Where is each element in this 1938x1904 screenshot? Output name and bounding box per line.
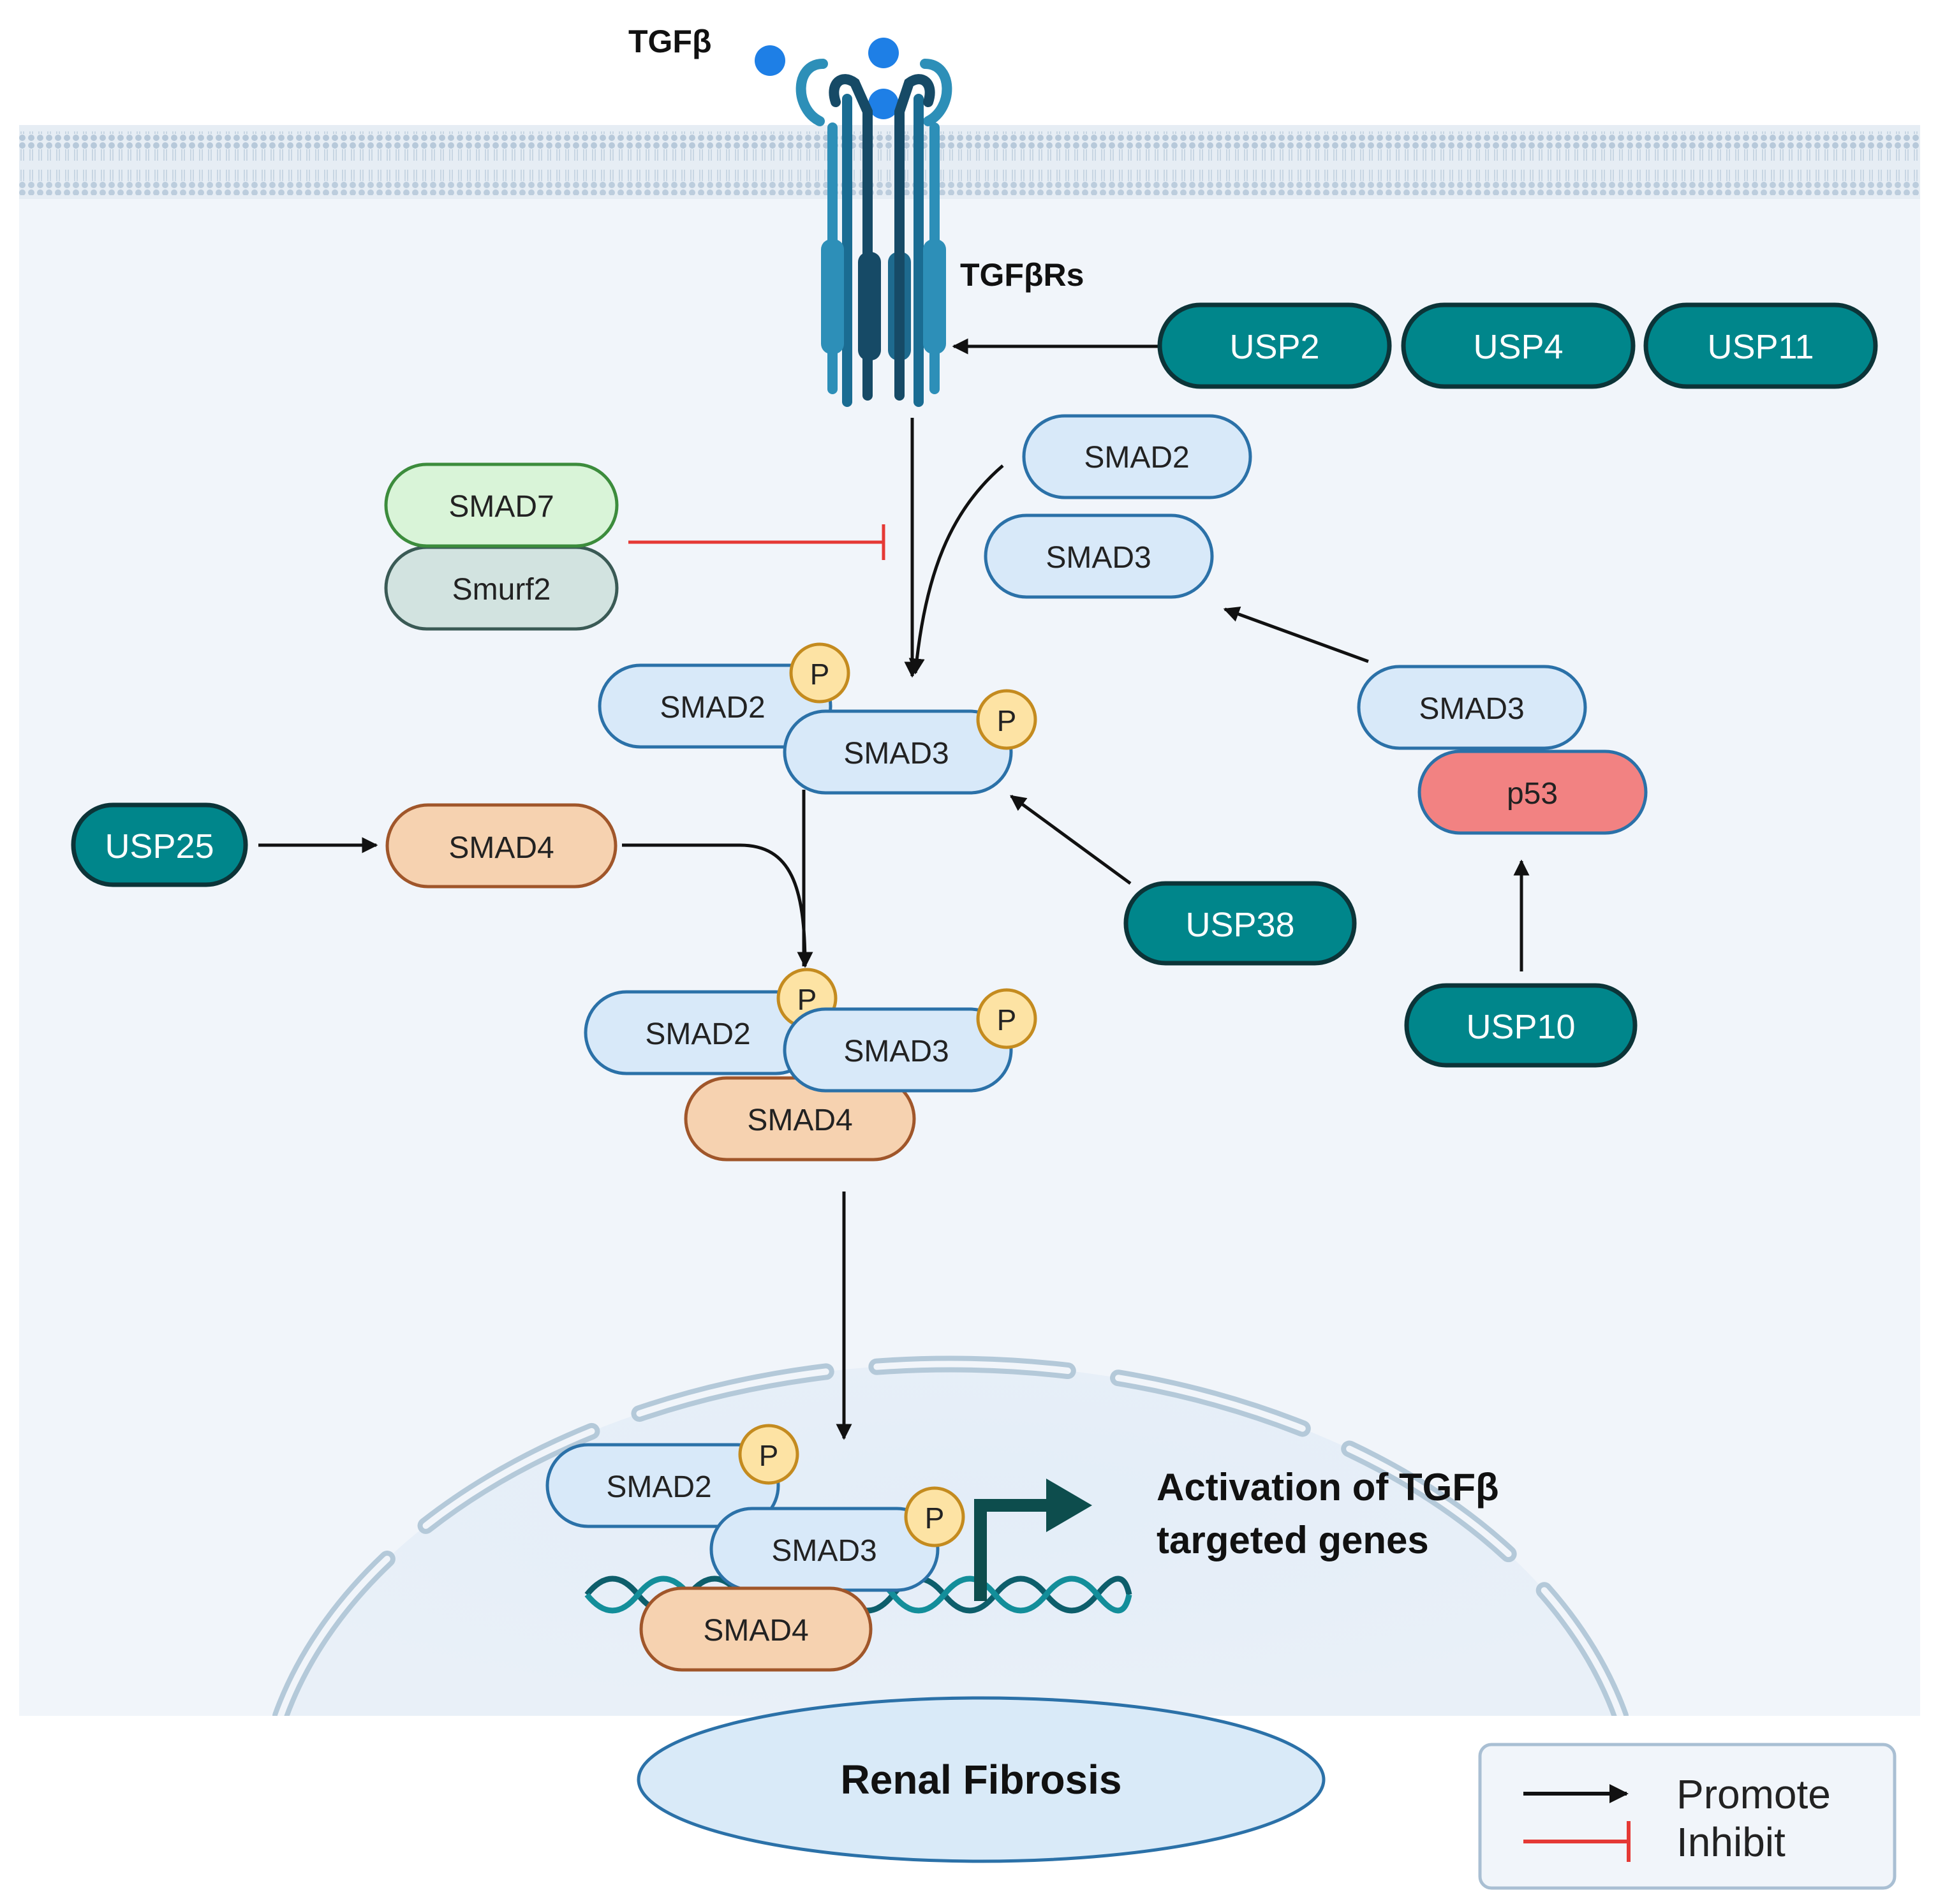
usp38: USP38: [1123, 881, 1357, 966]
legend: Promote Inhibit: [1478, 1743, 1897, 1890]
smad7-smurf2: Smurf2 SMAD7: [384, 462, 619, 631]
p53-pill: [1417, 749, 1648, 835]
smurf2-label: Smurf2: [452, 573, 551, 607]
nuclear-complex: SMAD2 P SMAD3 P SMAD4: [545, 1424, 965, 1672]
inhibit-smad7: [628, 524, 885, 560]
arrow-free-smads-to-complex: [908, 464, 1004, 675]
usp10: USP10: [1404, 983, 1638, 1068]
free-smad2-pill: [1022, 414, 1252, 499]
receptor-label: TGFβRs: [960, 257, 1084, 293]
phospho-badge: [904, 1486, 965, 1547]
phospho-complex: SMAD2 P SMAD3 P: [598, 642, 1037, 795]
arrow-p53-complex-to-smad3: [1223, 606, 1369, 663]
activation-line-2: targeted genes: [1157, 1519, 1429, 1561]
transcription-arrow-icon: [974, 1479, 1092, 1601]
phospho-label: P: [925, 1502, 945, 1535]
nuclear-smad2-pill: [545, 1443, 780, 1528]
ligand-dot: [868, 38, 899, 68]
p53-smad3-label: SMAD3: [1419, 692, 1524, 726]
smad7-pill: [384, 462, 619, 548]
activation-line-1: Activation of TGFβ: [1157, 1466, 1499, 1509]
usp25-pill: [71, 802, 248, 887]
complex-smad3-label: SMAD3: [843, 737, 949, 771]
p53-complex: p53 SMAD3: [1357, 665, 1648, 835]
usp38-label: USP38: [1185, 906, 1294, 944]
smad7-label: SMAD7: [448, 490, 554, 524]
p53-smad3-pill: [1357, 665, 1587, 750]
usp-group-top: USP2 USP4 USP11: [1157, 302, 1878, 389]
phospho-badge: [789, 642, 850, 704]
free-smads: SMAD2 SMAD3: [984, 414, 1252, 599]
complex-smad3-pill: [783, 709, 1013, 795]
trimer-smad4-label: SMAD4: [747, 1103, 852, 1137]
tgfb-ligand: TGFβ: [628, 24, 899, 119]
trimer-smad3-pill: [783, 1007, 1013, 1093]
usp10-label: USP10: [1466, 1008, 1575, 1046]
trimer-smad3-label: SMAD3: [843, 1035, 949, 1068]
tgfb-receptors: TGFβRs: [795, 59, 1084, 407]
usp11-pill: [1643, 302, 1878, 389]
free-smad2-label: SMAD2: [1084, 441, 1189, 475]
phospho-badge: [976, 988, 1037, 1049]
arrow-usp38-to-complex: [1009, 794, 1132, 885]
usp4-label: USP4: [1473, 328, 1563, 366]
activation-text: Activation of TGFβ targeted genes: [1157, 1466, 1499, 1561]
nuclear-smad3-label: SMAD3: [771, 1534, 877, 1568]
usp4-pill: [1401, 302, 1636, 389]
free-smad3-pill: [984, 513, 1214, 599]
usp10-pill: [1404, 983, 1638, 1068]
usp25-label: USP25: [105, 827, 214, 866]
renal-fibrosis-label: Renal Fibrosis: [841, 1757, 1122, 1803]
phospho-badge: [738, 1424, 799, 1485]
complex-smad2-label: SMAD2: [660, 691, 765, 725]
p53-label: p53: [1507, 777, 1558, 811]
tgfb-label: TGFβ: [628, 24, 712, 59]
nuclear-smad4-label: SMAD4: [703, 1614, 808, 1648]
phospho-label: P: [810, 658, 830, 691]
smad4-pill: [385, 803, 618, 889]
arrows: [258, 338, 1530, 1440]
ligand-dot: [755, 45, 785, 76]
legend-inhibit-label: Inhibit: [1676, 1819, 1786, 1865]
trimer-complex: SMAD4 SMAD2 P SMAD3 P: [584, 968, 1037, 1162]
phospho-label: P: [997, 704, 1017, 737]
phospho-label: P: [997, 1003, 1017, 1037]
nuclear-smad4-pill: [639, 1586, 873, 1672]
usp2-pill: [1157, 302, 1392, 389]
legend-promote-label: Promote: [1676, 1771, 1831, 1817]
smad4-label: SMAD4: [448, 831, 554, 865]
plasma-membrane: [19, 125, 1920, 199]
usp38-pill: [1123, 881, 1357, 966]
phospho-label: P: [759, 1439, 779, 1472]
usp2-label: USP2: [1229, 328, 1319, 366]
trimer-smad2-label: SMAD2: [645, 1017, 750, 1051]
usp11-label: USP11: [1707, 328, 1814, 366]
nuclear-smad2-label: SMAD2: [606, 1470, 711, 1504]
free-smad3-label: SMAD3: [1046, 541, 1151, 575]
usp25-smad4: USP25 SMAD4: [71, 802, 618, 889]
complex-smad2-pill: [598, 663, 832, 749]
renal-fibrosis: Renal Fibrosis: [637, 1696, 1326, 1863]
phospho-badge: [976, 689, 1037, 750]
ligand-dot: [868, 89, 899, 119]
